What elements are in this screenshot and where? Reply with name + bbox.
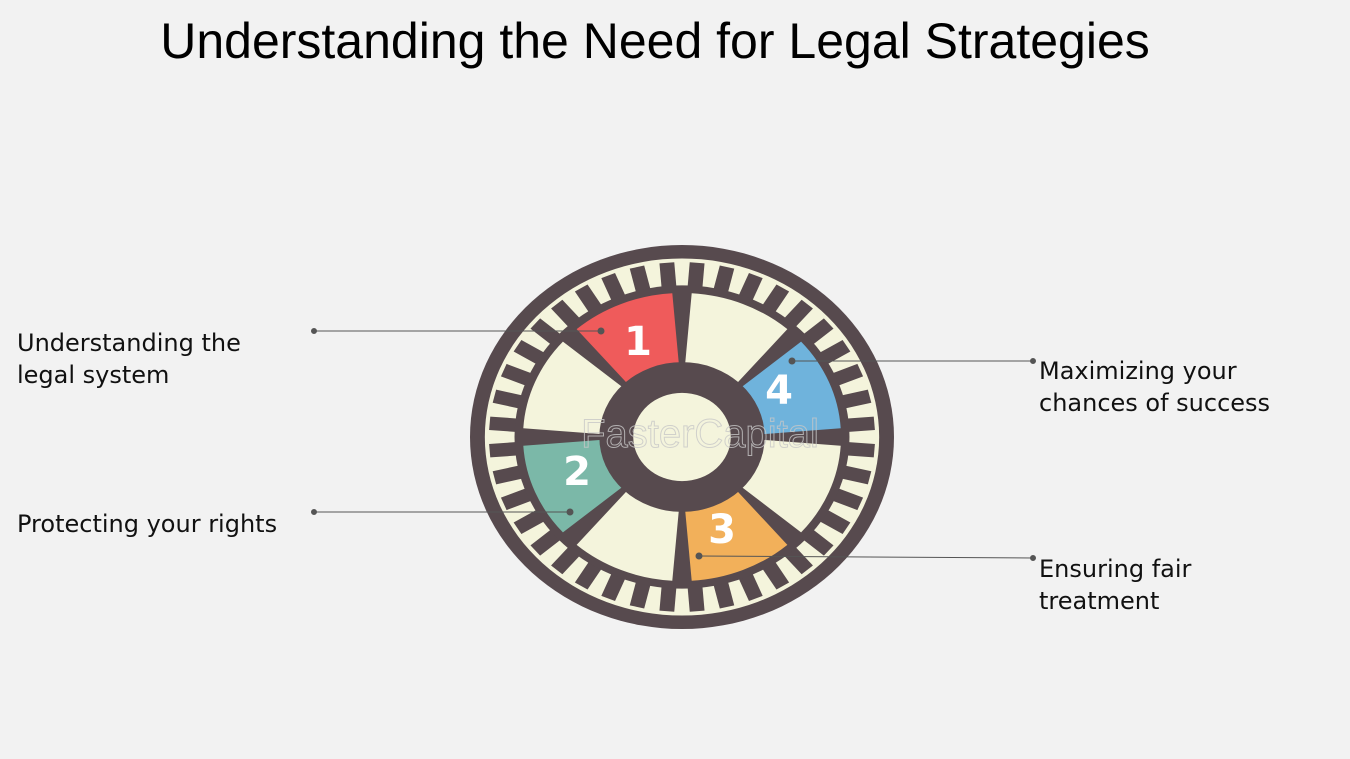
- gear-tooth: [500, 363, 535, 387]
- sector-number-3: 3: [708, 507, 736, 553]
- watermark: FasterCapital: [581, 412, 819, 456]
- sector-2: [523, 439, 628, 533]
- gear-tooth: [687, 583, 705, 612]
- gear-tooth: [737, 571, 763, 601]
- gear-tooth: [838, 464, 872, 485]
- gear-tooth: [629, 579, 652, 609]
- leader-line-3: [698, 555, 1034, 559]
- item-label-3: Ensuring fair treatment: [1039, 555, 1192, 615]
- gear-tooth: [492, 464, 526, 485]
- gear-tooth: [737, 273, 763, 303]
- item-label-1: Understanding the legal system: [17, 329, 241, 389]
- sector-number-2: 2: [563, 449, 591, 495]
- sector-blank: [684, 293, 788, 388]
- sector-blank: [576, 486, 680, 581]
- gear-tooth: [492, 389, 526, 410]
- gear-tooth: [844, 416, 875, 433]
- sector-4: [736, 341, 841, 435]
- gear-tooth: [489, 441, 520, 458]
- gear-tooth: [687, 262, 705, 291]
- gear-tooth: [844, 441, 875, 458]
- gear-tooth: [838, 389, 872, 410]
- gear-tooth: [489, 416, 520, 433]
- gear-tooth: [500, 487, 535, 511]
- sector-blank: [523, 341, 628, 435]
- sector-blank: [736, 439, 841, 533]
- sector-number-4: 4: [765, 368, 793, 414]
- gear-tooth: [829, 363, 864, 387]
- item-label-4: Maximizing your chances of success: [1039, 357, 1271, 417]
- page-title: Understanding the Need for Legal Strateg…: [160, 13, 1150, 69]
- gear-tooth: [601, 571, 627, 601]
- item-label-2: Protecting your rights: [17, 510, 278, 538]
- sector-number-1: 1: [624, 319, 652, 365]
- gear-tooth: [601, 273, 627, 303]
- gear-tooth: [659, 262, 677, 291]
- gear-tooth: [829, 487, 864, 511]
- hub-center: [633, 392, 731, 482]
- gear-tooth: [629, 265, 652, 295]
- sector-3: [684, 486, 788, 581]
- gear-tooth: [712, 579, 735, 609]
- sector-1: [576, 293, 680, 388]
- gear-tooth: [659, 583, 677, 612]
- gear-tooth: [712, 265, 735, 295]
